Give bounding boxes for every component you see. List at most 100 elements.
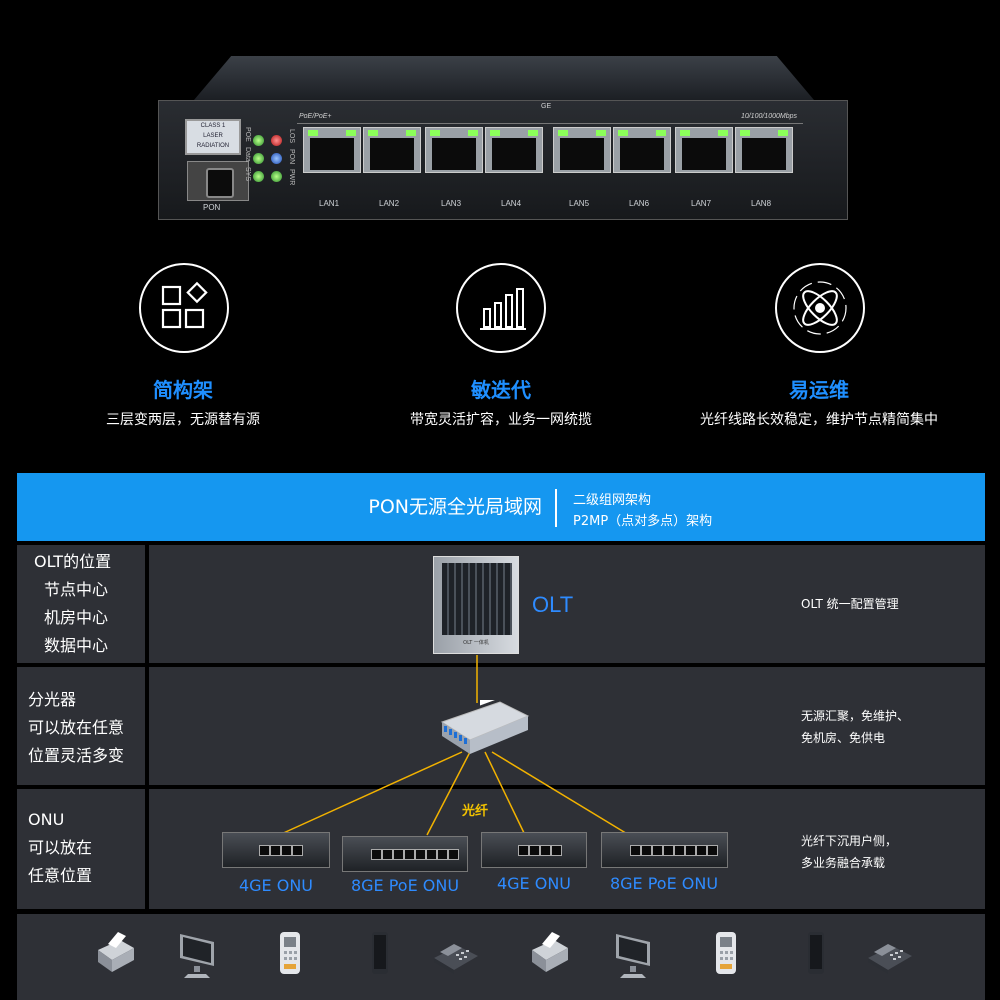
speed-label: 10/100/1000Mbps [740,113,797,120]
splitter-label-line: 分光器 [28,690,77,709]
lan-port [303,127,361,173]
feature-title: 简构架 [153,378,213,402]
onu-port [448,849,459,860]
ip-phone-icon [432,928,480,984]
lan-port [425,127,483,173]
mobile-icon [356,928,404,984]
onu-port [696,845,707,856]
onu-label-line: 可以放在 [28,838,93,857]
led-label-sys: SYS [244,167,251,182]
phone-icon [266,928,314,984]
pon-led [271,153,282,164]
lan-port [363,127,421,173]
fiber-label: 光纤 [462,804,489,819]
onu-port [393,849,404,860]
olt-label-line: 数据中心 [44,636,109,655]
phone-icon [702,928,750,984]
olt-label-line: 节点中心 [44,580,109,599]
feature-title: 敏迭代 [471,378,531,402]
led-label-poe: POE [244,127,251,142]
los-led [271,135,282,146]
poe-label: PoE/PoE+ [299,113,332,120]
pon-onu-switch-device: CLASS 1 LASER RADIATION PON POE Data SYS… [158,56,848,220]
onu-port [371,849,382,860]
fiber-lines [278,655,630,836]
onu-port [663,845,674,856]
onu-port [518,845,529,856]
onu-device-label: 4GE ONU [496,874,572,893]
onu-note: 光纤下沉用户侧， 多业务融合承载 [801,830,897,874]
led-label-pon: PON [288,149,295,165]
onu-port [292,845,303,856]
feature-desc: 光纤线路长效稳定，维护节点精简集中 [700,412,938,428]
splitter-row-content-cell [149,667,985,785]
onu-device-label: 4GE ONU [238,876,314,895]
onu-device-label: 8GE PoE ONU [350,876,460,895]
onu-port [685,845,696,856]
feature-icon-circle [456,263,546,353]
onu-port [281,845,292,856]
olt-cards [442,563,512,635]
splitter-note-line: 免机房、免供电 [801,731,886,745]
onu-port [630,845,641,856]
ip-phone-icon [866,928,914,984]
olt-cabinet-label: OLT 一体机 [463,640,489,646]
monitor-icon [612,928,660,984]
sys-led [253,171,264,182]
ge-label: GE [541,103,552,110]
led-label-data: Data [244,147,251,162]
splitter-row-label: 分光器 可以放在任意 位置灵活多变 [28,686,124,770]
monitor-icon [176,928,224,984]
onu-row-label: ONU 可以放在 任意位置 [28,806,92,890]
olt-label-line: OLT的位置 [34,552,112,571]
lan-port [485,127,543,173]
onu-row-label-cell [17,789,145,909]
olt-cabinet: OLT 一体机 [433,556,519,654]
lan-label: LAN8 [751,199,772,208]
pon-port-hole [206,168,234,198]
olt-row-label: OLT的位置 节点中心 机房中心 数据中心 [34,548,111,660]
banner-divider [555,489,557,527]
lan-port [735,127,793,173]
onu-port [674,845,685,856]
onu-port [641,845,652,856]
warning-line: LASER [203,133,223,139]
feature-desc: 三层变两层，无源替有源 [106,412,260,428]
banner-subtitle-2: P2MP（点对多点）架构 [573,514,713,529]
laser-warning-label: CLASS 1 LASER RADIATION [185,119,241,155]
onu-port [551,845,562,856]
onu-note-line: 多业务融合承载 [801,856,886,870]
banner-title: PON无源全光局域网 [368,496,542,518]
led-label-los: LOS [288,129,295,144]
lan-label: LAN7 [691,199,712,208]
onu-label-line: 任意位置 [28,866,93,885]
lan-label: LAN1 [319,199,340,208]
lan-label: LAN6 [629,199,650,208]
poe-led [253,135,264,146]
onu-label-line: ONU [28,810,65,829]
mobile-icon [792,928,840,984]
feature-title: 易运维 [789,378,849,402]
olt-label-line: 机房中心 [44,608,109,627]
onu-port [652,845,663,856]
splitter-label-line: 可以放在任意 [28,718,125,737]
splitter-label-line: 位置灵活多变 [28,746,125,765]
feature-desc: 带宽灵活扩容，业务一网统揽 [410,412,592,428]
lan-port [613,127,671,173]
onu-port [540,845,551,856]
olt-row-label-cell [17,545,145,663]
lan-port [553,127,611,173]
lan-label: LAN5 [569,199,590,208]
onu-device-8ge-poe [342,836,468,872]
onu-device-label: 8GE PoE ONU [609,874,719,893]
blocks-icon [161,281,208,329]
olt-title: OLT [532,592,574,617]
warning-line: RADIATION [196,143,230,149]
onu-note-line: 光纤下沉用户侧， [801,834,898,848]
onu-port [404,849,415,860]
network-banner: PON无源全光局域网 二级组网架构 P2MP（点对多点）架构 [17,473,985,541]
bar-chart-icon [480,288,526,330]
data-led [253,153,264,164]
onu-port [426,849,437,860]
splitter-note-line: 无源汇聚，免维护、 [801,709,910,723]
